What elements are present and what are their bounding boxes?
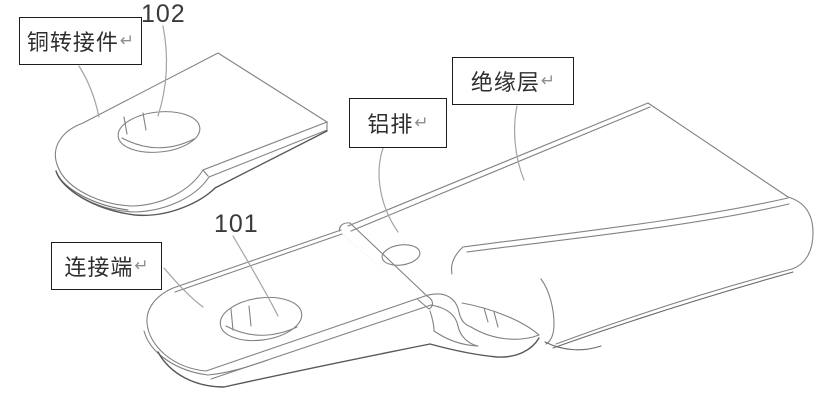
ref-number-102: 102 — [141, 0, 186, 28]
copper-adapter-part — [54, 52, 329, 217]
label-connection-end-text: 连接端 — [64, 255, 134, 280]
leader-lines — [78, 25, 525, 317]
busbar-small-hole — [381, 244, 421, 266]
connection-hole — [219, 296, 303, 342]
ref-number-101: 101 — [214, 210, 259, 238]
leader-102 — [157, 25, 168, 117]
leader-copper-adapter — [78, 65, 100, 118]
return-mark-icon: ↵ — [540, 71, 556, 90]
label-copper-adapter-text: 铜转接件 — [26, 30, 119, 55]
leader-aluminum-busbar — [378, 147, 399, 233]
label-connection-end: 连接端↵ — [51, 242, 162, 290]
label-insulation-layer-text: 绝缘层 — [470, 70, 540, 95]
label-insulation-layer: 绝缘层↵ — [452, 57, 574, 105]
return-mark-icon: ↵ — [414, 113, 429, 132]
leader-connection-end — [163, 267, 204, 308]
label-aluminum-busbar: 铝排↵ — [349, 98, 447, 148]
return-mark-icon: ↵ — [119, 31, 135, 50]
return-mark-icon: ↵ — [134, 256, 149, 275]
busbar-transition-beak — [424, 293, 540, 347]
leader-101 — [232, 235, 279, 317]
leader-insulation-layer — [513, 105, 525, 181]
label-copper-adapter: 铜转接件↵ — [19, 17, 142, 65]
label-aluminum-busbar-text: 铝排 — [367, 112, 414, 137]
connection-end-part — [143, 229, 540, 388]
insulation-layer-part — [342, 102, 814, 351]
copper-hole — [117, 111, 201, 153]
